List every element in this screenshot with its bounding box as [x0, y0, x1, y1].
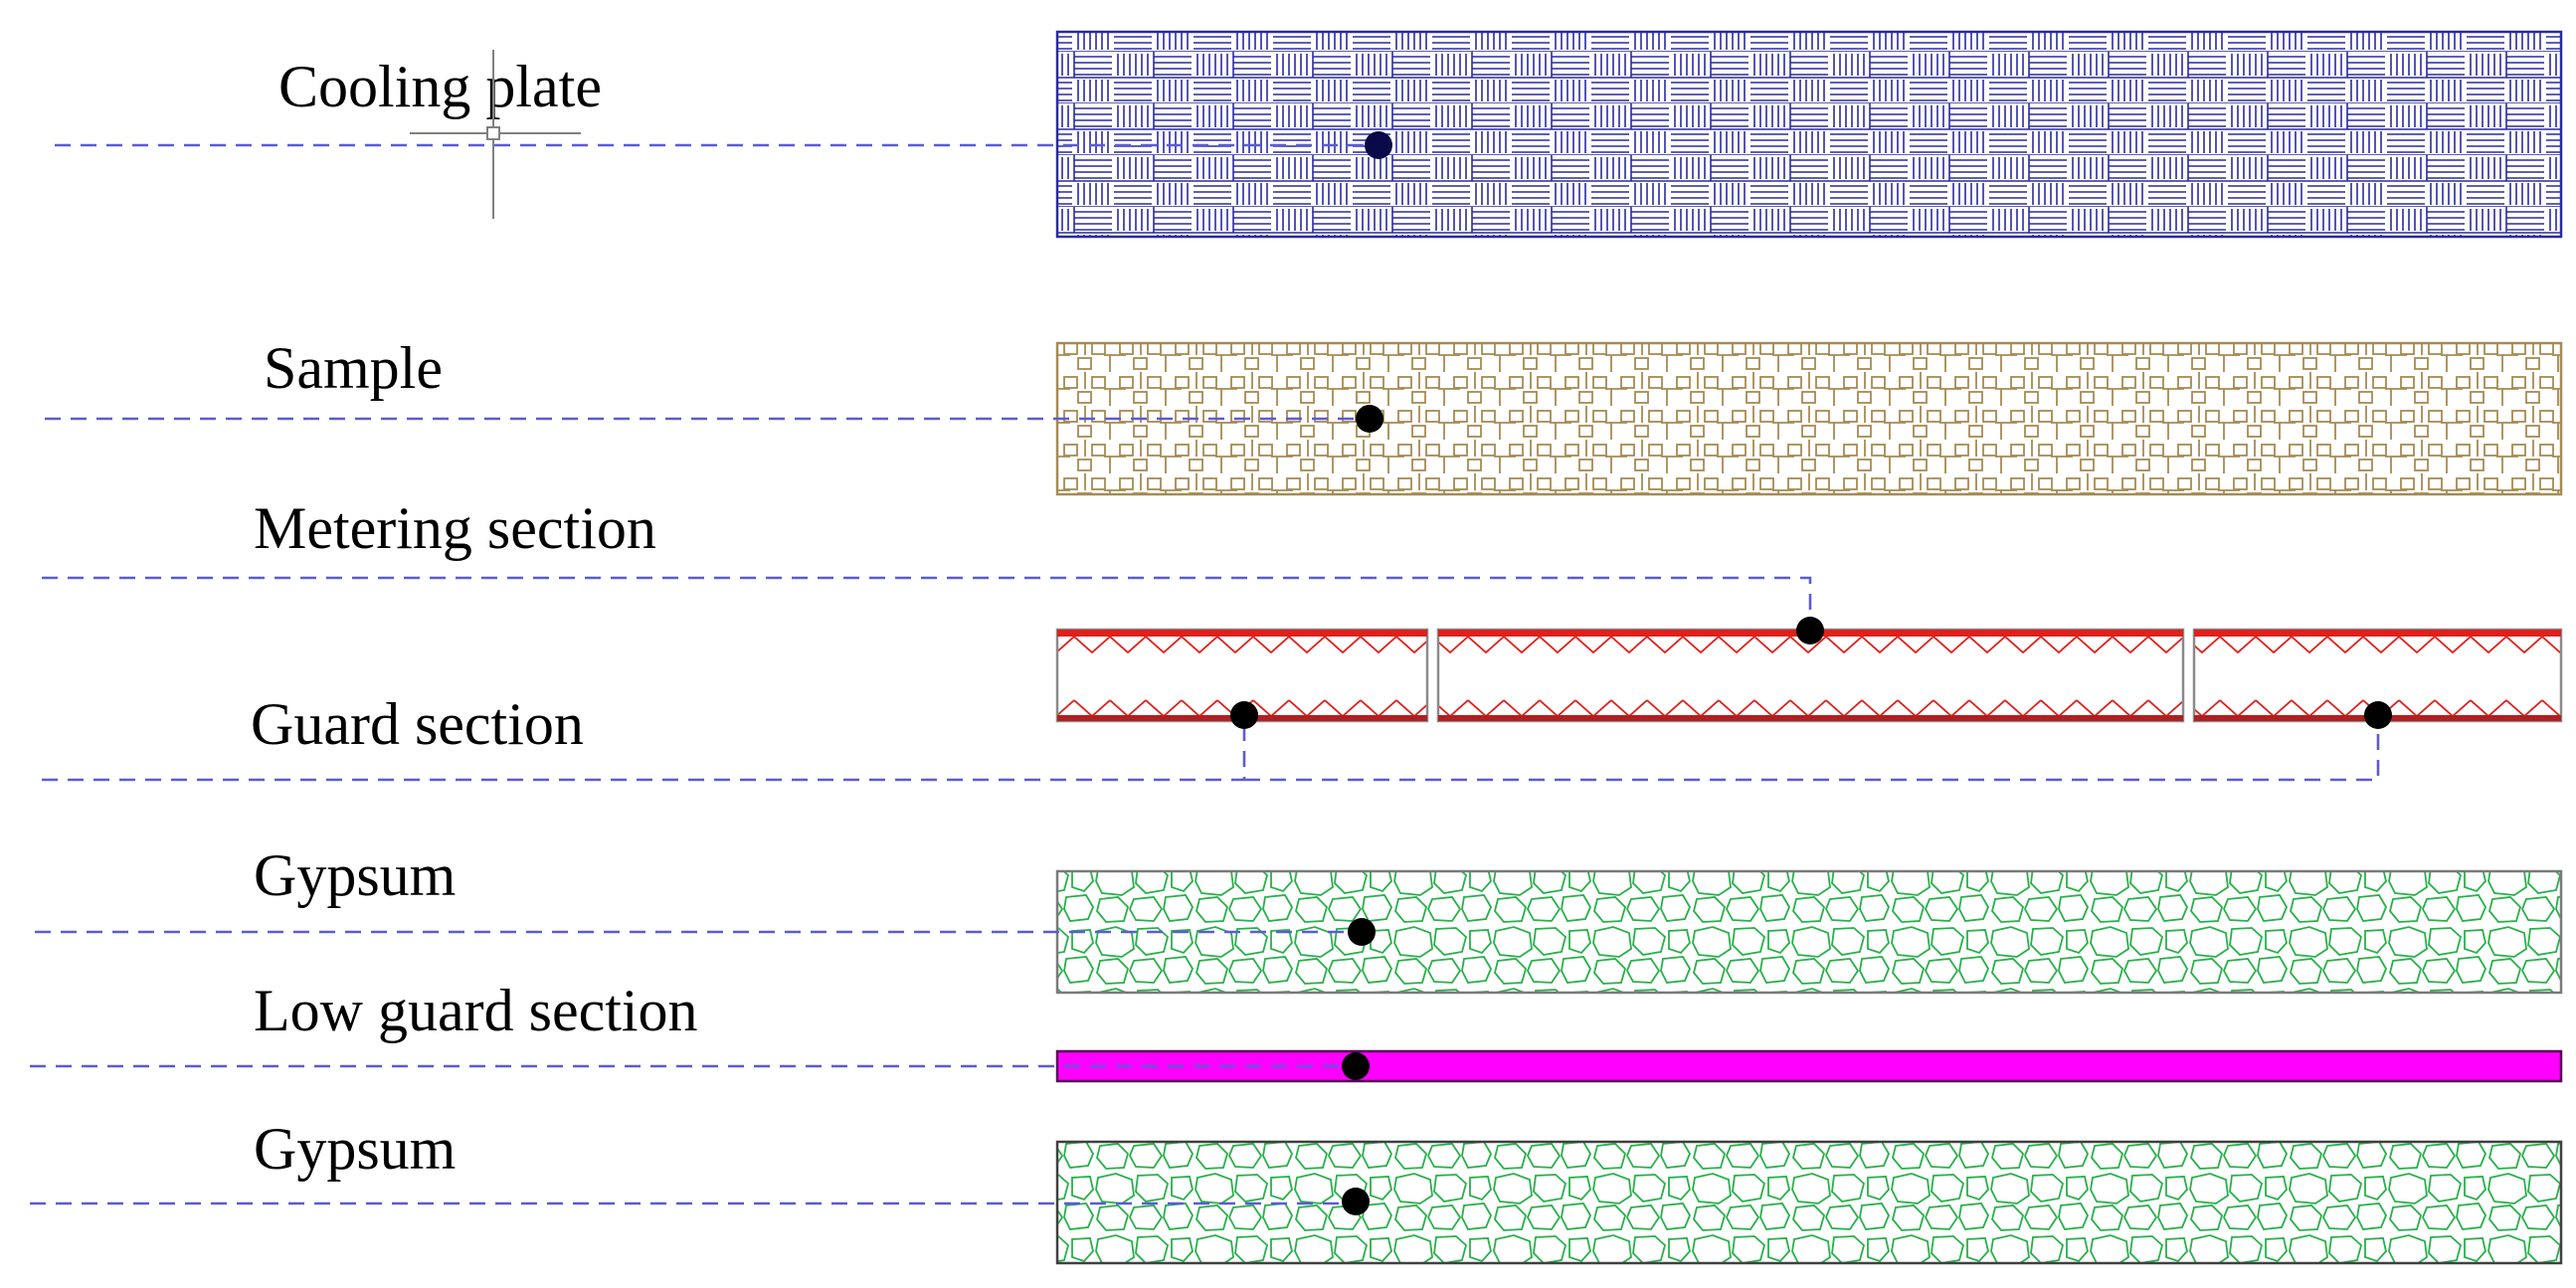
metering-section-marker: [1796, 617, 1824, 644]
guard-section-label: Guard section: [251, 691, 584, 757]
sample-marker: [1356, 405, 1383, 433]
guard-section-marker-left: [1230, 701, 1258, 729]
metering-section-leader-line: [42, 576, 1812, 629]
metering-section-label: Metering section: [254, 495, 656, 561]
crosshair-cursor-icon: [410, 50, 581, 219]
gypsum-lower-label: Gypsum: [254, 1116, 456, 1182]
low-guard-section-label: Low guard section: [254, 978, 698, 1043]
sample-layer: [1055, 341, 2563, 496]
guard-section-leader-line: [42, 716, 2380, 782]
gypsum-upper-marker: [1348, 918, 1376, 946]
guard-section-marker-right: [2364, 701, 2392, 729]
gypsum-lower-marker: [1342, 1188, 1370, 1215]
sample-label: Sample: [264, 335, 443, 401]
gypsum-lower-layer: [1055, 1140, 2563, 1265]
gypsum-upper-label: Gypsum: [254, 842, 456, 908]
cooling-plate-layer: [1055, 30, 2563, 239]
low-guard-section-marker: [1342, 1052, 1370, 1080]
cooling-plate-marker: [1365, 131, 1392, 159]
cooling-plate-label: Cooling plate: [278, 54, 602, 119]
